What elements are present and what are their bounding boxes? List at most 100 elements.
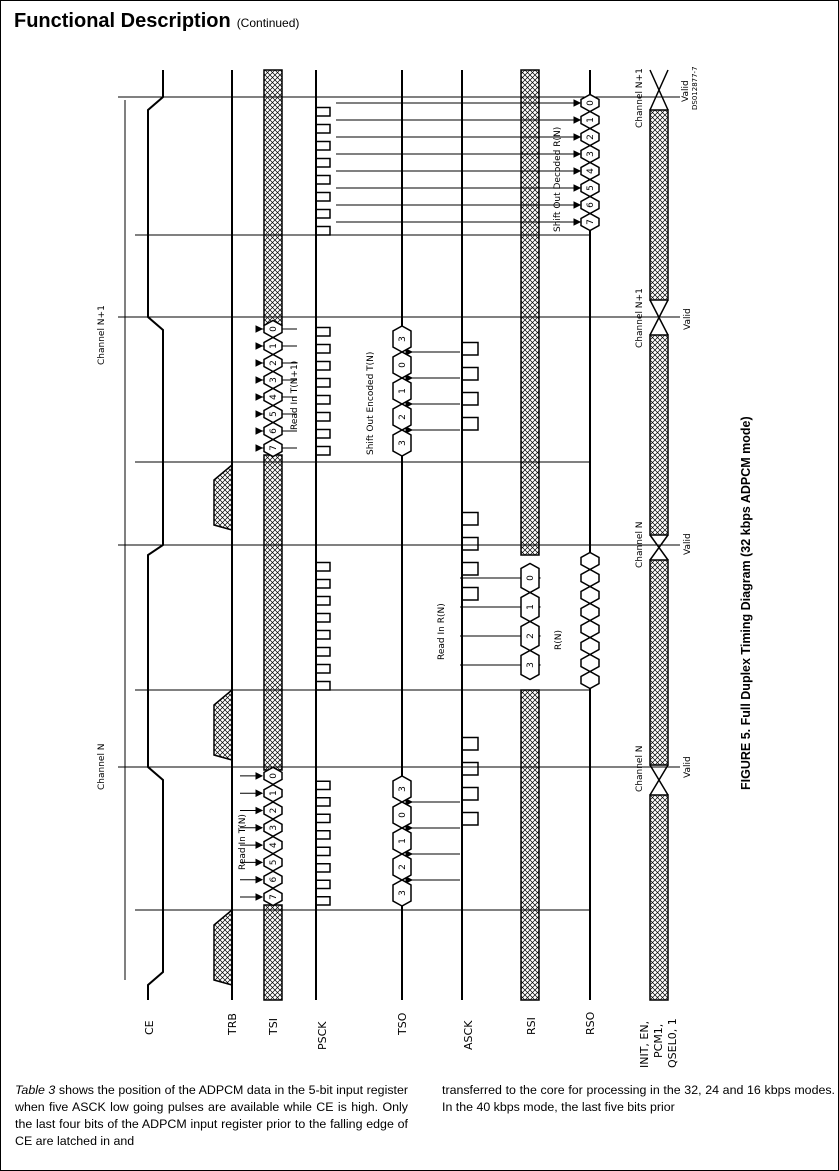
label-read-in-rn: Read In R(N)	[437, 603, 447, 660]
label-channel-n-init-2: Channel N	[635, 521, 645, 568]
asck-pulses	[462, 511, 479, 601]
control-valid-window	[649, 764, 669, 796]
label-shift-out-encoded: Shift Out Encoded T(N)	[366, 352, 376, 455]
tsi-bit-label: 6	[269, 428, 279, 434]
title-text: Functional Description	[14, 10, 231, 32]
arrowhead	[255, 823, 264, 832]
label-channel-n1: Channel N+1	[97, 305, 107, 365]
rsi-bit-label: 0	[526, 575, 536, 581]
rso-bit-label: 3	[586, 151, 596, 157]
signal-label-tsi: TSI	[267, 1018, 280, 1036]
arrowhead	[255, 789, 264, 798]
signal-label-rsi: RSI	[525, 1017, 538, 1035]
rsi-hatched-bus	[520, 69, 540, 556]
tsi-bit	[263, 766, 283, 786]
arrowhead	[255, 410, 264, 418]
arrowhead	[405, 824, 414, 832]
tsi-bit-label: 1	[269, 790, 279, 796]
control-valid-window	[649, 534, 669, 561]
figure-caption: FIGURE 5. Full Duplex Timing Diagram (32…	[739, 416, 753, 790]
arrowhead	[255, 893, 264, 901]
signal-label-rso: RSO	[584, 1011, 597, 1035]
arrowhead	[573, 184, 582, 192]
label-channel-n: Channel N	[97, 743, 107, 790]
signal-label-asck: ASCK	[462, 1020, 475, 1050]
rso-bit-label: 2	[586, 134, 596, 140]
rsi-bit	[520, 562, 540, 594]
rso-hatched-bit	[580, 602, 600, 622]
title-continued: (Continued)	[236, 16, 300, 30]
tsi-hatched-bus	[263, 69, 283, 326]
signal-label-psck: PSCK	[316, 1021, 329, 1050]
tsi-bit-label: 3	[269, 377, 279, 383]
psck-pulses	[316, 106, 331, 236]
arrowhead	[255, 875, 264, 884]
tsi-bit-label: 0	[269, 773, 279, 779]
control-valid-window	[649, 69, 669, 111]
rso-hatched-bit	[580, 636, 600, 656]
tsi-hatched-bus	[263, 904, 283, 1001]
rsi-hatched-bus	[520, 689, 540, 1001]
arrowhead	[405, 374, 414, 382]
tsi-bit-label: 6	[269, 877, 279, 883]
signal-label-ce: CE	[143, 1020, 156, 1035]
table-ref: Table 3	[15, 1083, 56, 1097]
tso-bit-label: 3	[398, 336, 408, 342]
tsi-bit-label: 7	[269, 894, 279, 900]
control-valid-window	[649, 299, 669, 336]
tso-bit-label: 3	[398, 786, 408, 792]
psck-pulses	[316, 326, 331, 456]
tsi-bit	[263, 319, 283, 339]
label-shift-out-decoded: Shift Out Decoded R(N)	[553, 127, 563, 232]
tsi-bit-label: 5	[269, 860, 279, 866]
rso-hatched-bit	[580, 551, 600, 571]
asck-pulses	[462, 341, 479, 431]
tso-bit-label: 0	[398, 362, 408, 368]
rso-bit-label: 5	[586, 185, 596, 191]
tsi-bit-label: 4	[269, 842, 279, 848]
control-hatched-bus	[649, 109, 669, 301]
trb-hatched-block	[213, 909, 233, 986]
paragraph-left: Table 3 shows the position of the ADPCM …	[15, 1082, 408, 1150]
para1-text: shows the position of the ADPCM data in …	[15, 1083, 408, 1148]
control-hatched-bus	[649, 794, 669, 1001]
rso-bit-label: 4	[586, 168, 596, 174]
tsi-bit-label: 3	[269, 825, 279, 831]
arrowhead	[405, 426, 414, 434]
psck-pulses	[316, 561, 331, 691]
arrowhead	[405, 876, 414, 884]
rsi-bit-label: 2	[526, 633, 536, 639]
tsi-hatched-bus	[263, 454, 283, 771]
arrowhead	[405, 798, 414, 806]
rso-hatched-bit	[580, 568, 600, 588]
psck-pulses	[316, 780, 331, 906]
ce-waveform	[147, 70, 164, 1000]
tsi-bit-label: 4	[269, 394, 279, 400]
rsi-bit-label: 1	[526, 604, 536, 610]
label-rn: R(N)	[554, 630, 564, 650]
tso-bit-label: 1	[398, 388, 408, 394]
tso-bit-label: 1	[398, 838, 408, 844]
label-valid-2: Valid	[683, 533, 693, 555]
paragraph-right: transferred to the core for processing i…	[442, 1083, 835, 1114]
label-read-in-tn1: Read In T(N+1)	[290, 361, 300, 430]
signal-label-trb: TRB	[226, 1013, 239, 1036]
tso-bit-label: 2	[398, 414, 408, 420]
arrowhead	[573, 150, 582, 158]
arrowhead	[573, 116, 582, 124]
page-title: Functional Description (Continued)	[14, 10, 299, 33]
rso-bit-label: 6	[586, 202, 596, 208]
tso-bit	[392, 775, 412, 803]
label-valid-4: Valid	[681, 80, 691, 102]
arrowhead	[255, 427, 264, 435]
arrowhead	[255, 806, 264, 815]
arrowhead	[255, 325, 264, 333]
arrowhead	[573, 133, 582, 141]
asck-pulses	[462, 736, 479, 826]
arrowhead	[255, 393, 264, 401]
tsi-bit-label: 0	[269, 326, 279, 332]
tso-bit	[392, 325, 412, 353]
arrowhead	[573, 201, 582, 209]
trb-hatched-block	[213, 689, 233, 761]
